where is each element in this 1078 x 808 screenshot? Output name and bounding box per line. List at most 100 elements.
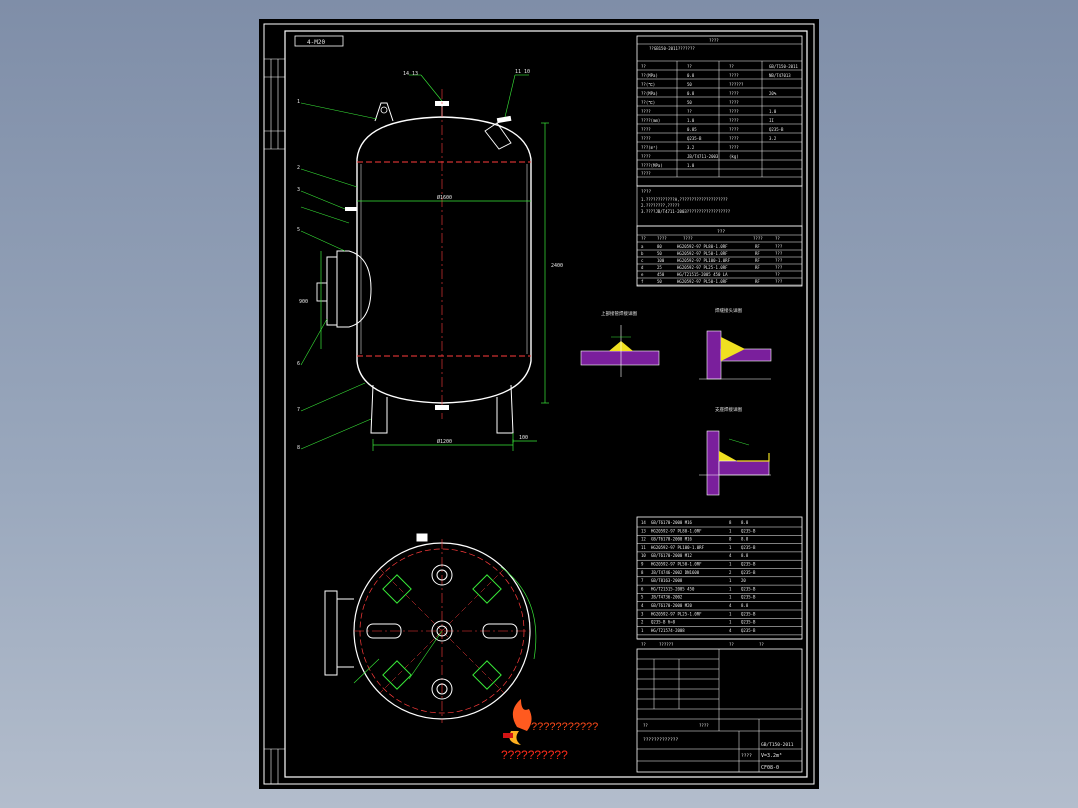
bom-item-no: 4 — [641, 603, 644, 608]
weld-detail-3: 支座焊接详图 — [699, 406, 771, 496]
nozzle-dn: 80 — [657, 244, 662, 249]
nozzle-mark: e — [641, 272, 644, 277]
svg-text:????: ???? — [641, 127, 651, 132]
svg-text:??(MPa): ??(MPa) — [641, 91, 658, 96]
bom-qty: 2 — [729, 570, 732, 575]
svg-text:6: 6 — [297, 361, 300, 367]
weld-detail-1: 上部接管焊接详图 — [580, 310, 660, 377]
svg-text:????(MPa): ????(MPa) — [641, 163, 663, 168]
company-logo — [503, 699, 532, 745]
svg-text:??(℃): ??(℃) — [641, 82, 655, 87]
bom-qty: 1 — [729, 620, 732, 625]
logo-text: ??????????? — [531, 721, 598, 733]
svg-text:0.85: 0.85 — [687, 127, 697, 132]
dim-nozzle: 900 — [299, 299, 308, 305]
nozzle-dn: 25 — [657, 265, 662, 270]
svg-text:0.8: 0.8 — [687, 73, 695, 78]
svg-text:???(m³): ???(m³) — [641, 145, 658, 150]
technical-data-table: ???? ??GB150-2011??????? ??????GB/T150-2… — [636, 35, 803, 187]
bom-item-no: 7 — [641, 578, 644, 583]
bom-qty: 4 — [729, 603, 732, 608]
bom-item-no: 6 — [641, 586, 644, 591]
svg-text:????: ???? — [729, 145, 739, 150]
svg-text:??: ?? — [687, 64, 692, 69]
svg-text:3.2: 3.2 — [687, 145, 695, 150]
svg-text:7: 7 — [297, 407, 300, 413]
svg-text:焊缝接头详图: 焊缝接头详图 — [715, 307, 742, 314]
svg-text:1: 1 — [297, 99, 300, 105]
bom-qty: 1 — [729, 528, 732, 533]
bom-material: 20 — [741, 578, 746, 583]
technical-notes: ???? 1.????????????A,???????????????????… — [636, 185, 803, 227]
svg-text:????: ???? — [729, 136, 739, 141]
nozzle-dn: 50 — [657, 251, 662, 256]
svg-text:??: ?? — [729, 64, 734, 69]
corner-tag: 4-M20 — [307, 39, 325, 46]
bom-standard: GB/T6170-2000 M16 — [651, 537, 693, 542]
bom-standard: HG/T21515-2005 450 — [651, 586, 695, 591]
dim-height: 2400 — [551, 263, 563, 269]
outer-frame — [263, 23, 815, 785]
bom-qty: 4 — [729, 628, 732, 633]
svg-text:14 13: 14 13 — [403, 71, 418, 77]
nozzle-dn: 50 — [657, 279, 662, 284]
weld-detail-2: 焊缝接头详图 — [699, 307, 772, 380]
svg-text:??: ?? — [641, 642, 646, 647]
svg-text:1.0: 1.0 — [687, 163, 695, 168]
bom-item-no: 3 — [641, 611, 644, 616]
svg-text:????: ???? — [657, 236, 667, 241]
nozzle-face: RF — [755, 265, 760, 270]
svg-text:??: ?? — [775, 236, 780, 241]
svg-text:2.????????,?????: 2.????????,????? — [641, 203, 680, 208]
svg-text:11 10: 11 10 — [515, 69, 530, 75]
svg-text:??: ?? — [729, 642, 734, 647]
nozzle-standard: HG20592-97 PL50-1.0RF — [677, 279, 728, 284]
vessel-volume: V=3.2m³ — [761, 753, 782, 759]
bom-item-no: 10 — [641, 553, 646, 558]
bom-standard: JB/T4736-2002 — [651, 595, 683, 600]
standard-ref: GB/T150-2011 — [761, 742, 794, 748]
svg-text:????: ???? — [709, 38, 719, 43]
nozzle-standard: HG/T21515-2005 450 LA — [677, 272, 728, 277]
dim-leg: 100 — [519, 435, 528, 441]
svg-text:??: ?? — [641, 64, 646, 69]
svg-text:II: II — [769, 118, 774, 123]
bom-material: Q235-B — [741, 595, 756, 600]
nozzle-standard: HG20592-97 PL25-1.0RF — [677, 265, 728, 270]
svg-text:????: ???? — [729, 91, 739, 96]
nozzle-standard: HG20592-97 PL50-1.0RF — [677, 251, 728, 256]
svg-text:????: ???? — [641, 171, 651, 176]
svg-text:????: ???? — [641, 136, 651, 141]
bom-standard: Q235-B δ=8 — [651, 620, 676, 625]
nozzle-dn: 100 — [657, 258, 665, 263]
bom-item-no: 11 — [641, 545, 646, 550]
bom-material: Q235-B — [741, 562, 756, 567]
logo-subtext: ?????????? — [501, 748, 568, 762]
svg-text:????: ???? — [729, 109, 739, 114]
bom-item-no: 13 — [641, 528, 646, 533]
bom-standard: GB/T6170-2000 M16 — [651, 520, 693, 525]
svg-text:??: ?? — [759, 642, 764, 647]
dim-base: Ø1200 — [437, 438, 452, 445]
nozzle-purpose: ??? — [775, 265, 783, 270]
bom-item-no: 14 — [641, 520, 646, 525]
nozzle-mark: f — [641, 279, 644, 284]
svg-text:????: ???? — [683, 236, 693, 241]
svg-text:??GB150-2011???????: ??GB150-2011??????? — [649, 46, 695, 51]
bom-standard: HG20592-97 PL50-1.0RF — [651, 562, 702, 567]
bom-material: Q235-B — [741, 586, 756, 591]
svg-text:??????: ?????? — [659, 642, 674, 647]
bom-item-no: 1 — [641, 628, 644, 633]
bom-material: 8.8 — [741, 603, 749, 608]
bom-qty: 1 — [729, 611, 732, 616]
svg-text:JB/T4711-2003: JB/T4711-2003 — [687, 154, 719, 159]
